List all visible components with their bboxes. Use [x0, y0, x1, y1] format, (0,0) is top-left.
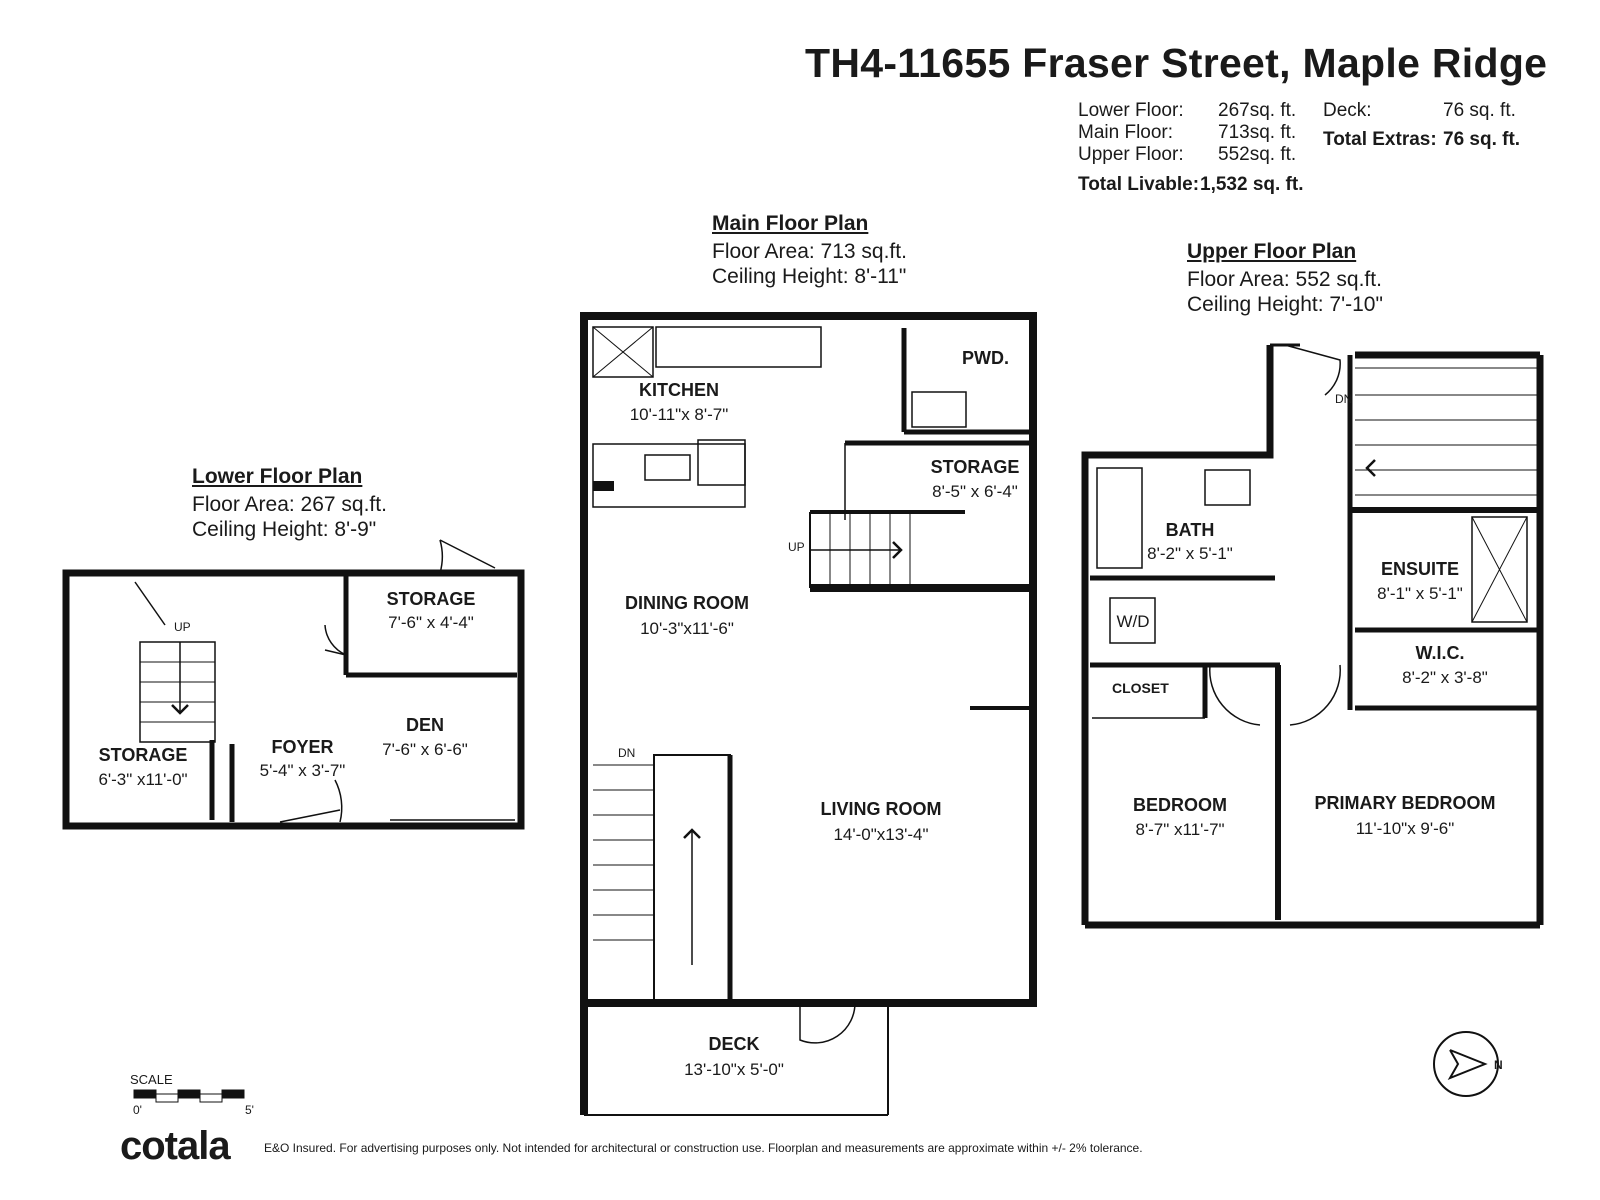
summary-lower-label: Lower Floor: [1078, 100, 1184, 121]
room-name-closet: CLOSET [1112, 680, 1169, 696]
room-name-lower-storage-2: STORAGE [98, 745, 188, 765]
lower-floor-plan [62, 539, 525, 830]
room-dims-deck: 13'-10"x 5'-0" [684, 1060, 784, 1079]
lower-stair-up-label: UP [174, 620, 191, 634]
room-name-bath: BATH [1165, 520, 1215, 540]
room-name-deck: DECK [708, 1034, 760, 1054]
room-name-kitchen: KITCHEN [639, 380, 719, 400]
room-name-wd: W/D [1116, 612, 1150, 631]
room-dims-living: 14'-0"x13'-4" [833, 825, 929, 844]
room-name-lower-storage: STORAGE [386, 589, 476, 609]
upper-floor-plan [1081, 343, 1544, 929]
disclaimer: E&O Insured. For advertising purposes on… [264, 1141, 1143, 1155]
room-dims-den: 7'-6" x 6'-6" [382, 740, 468, 759]
main-plan-area: Floor Area: 713 sq.ft. [712, 240, 907, 263]
property-title: TH4-11655 Fraser Street, Maple Ridge [805, 40, 1548, 86]
lower-plan-heading: Lower Floor Plan [192, 465, 363, 488]
room-dims-foyer: 5'-4" x 3'-7" [259, 761, 346, 780]
scale-start: 0' [133, 1103, 142, 1117]
room-dims-lower-storage-2: 6'-3" x11'-0" [98, 770, 188, 789]
room-name-main-storage: STORAGE [930, 457, 1020, 477]
room-name-living: LIVING ROOM [820, 799, 942, 819]
compass-north-label: N [1494, 1058, 1503, 1072]
main-plan-ceiling: Ceiling Height: 8'-11" [712, 265, 907, 288]
summary-extras-label: Total Extras: [1323, 129, 1437, 150]
summary-main-label: Main Floor: [1078, 122, 1174, 143]
main-stair-down-label: DN [618, 746, 636, 760]
upper-plan-area: Floor Area: 552 sq.ft. [1187, 268, 1382, 291]
room-dims-wic: 8'-2" x 3'-8" [1402, 668, 1488, 687]
room-name-foyer: FOYER [271, 737, 334, 757]
main-plan-heading: Main Floor Plan [712, 212, 869, 235]
upper-plan-ceiling: Ceiling Height: 7'-10" [1187, 293, 1383, 316]
room-name-den: DEN [405, 715, 444, 735]
room-dims-bath: 8'-2" x 5'-1" [1147, 544, 1233, 563]
scale-label: SCALE [130, 1072, 173, 1087]
room-dims-ensuite: 8'-1" x 5'-1" [1377, 584, 1463, 603]
summary-upper-label: Upper Floor: [1078, 144, 1184, 165]
summary-upper-value: 552sq. ft. [1218, 144, 1297, 165]
room-dims-main-storage: 8'-5" x 6'-4" [932, 482, 1018, 501]
summary-main-value: 713sq. ft. [1218, 122, 1297, 143]
room-dims-lower-storage: 7'-6" x 4'-4" [388, 613, 474, 632]
room-dims-dining: 10'-3"x11'-6" [640, 619, 734, 638]
room-dims-kitchen: 10'-11"x 8'-7" [629, 405, 729, 424]
main-stair-up-label: UP [788, 540, 805, 554]
room-name-primary-bedroom: PRIMARY BEDROOM [1314, 793, 1496, 813]
upper-stair-down-label: DN [1335, 392, 1353, 406]
room-name-bedroom: BEDROOM [1133, 795, 1227, 815]
compass-icon [1433, 1031, 1499, 1097]
room-dims-primary-bedroom: 11'-10"x 9'-6" [1355, 819, 1455, 838]
room-dims-bedroom: 8'-7" x11'-7" [1135, 820, 1225, 839]
lower-plan-ceiling: Ceiling Height: 8'-9" [192, 518, 377, 541]
room-name-ensuite: ENSUITE [1380, 559, 1459, 579]
lower-plan-area: Floor Area: 267 sq.ft. [192, 493, 387, 516]
summary-extras-value: 76 sq. ft. [1443, 129, 1521, 150]
room-name-wic: W.I.C. [1415, 643, 1465, 663]
summary-total-label: Total Livable: [1078, 174, 1200, 195]
upper-plan-heading: Upper Floor Plan [1187, 240, 1357, 263]
scale-bar [133, 1089, 245, 1103]
scale-end: 5' [245, 1103, 254, 1117]
summary-total-value: 1,532 sq. ft. [1200, 174, 1304, 195]
room-name-dining: DINING ROOM [625, 593, 749, 613]
summary-deck-label: Deck: [1323, 100, 1372, 121]
summary-lower-value: 267sq. ft. [1218, 100, 1297, 121]
room-name-pwd: PWD. [962, 348, 1009, 368]
main-floor-plan [580, 312, 1037, 1116]
summary-deck-value: 76 sq. ft. [1443, 100, 1516, 121]
cotala-logo: cotala [120, 1124, 231, 1168]
